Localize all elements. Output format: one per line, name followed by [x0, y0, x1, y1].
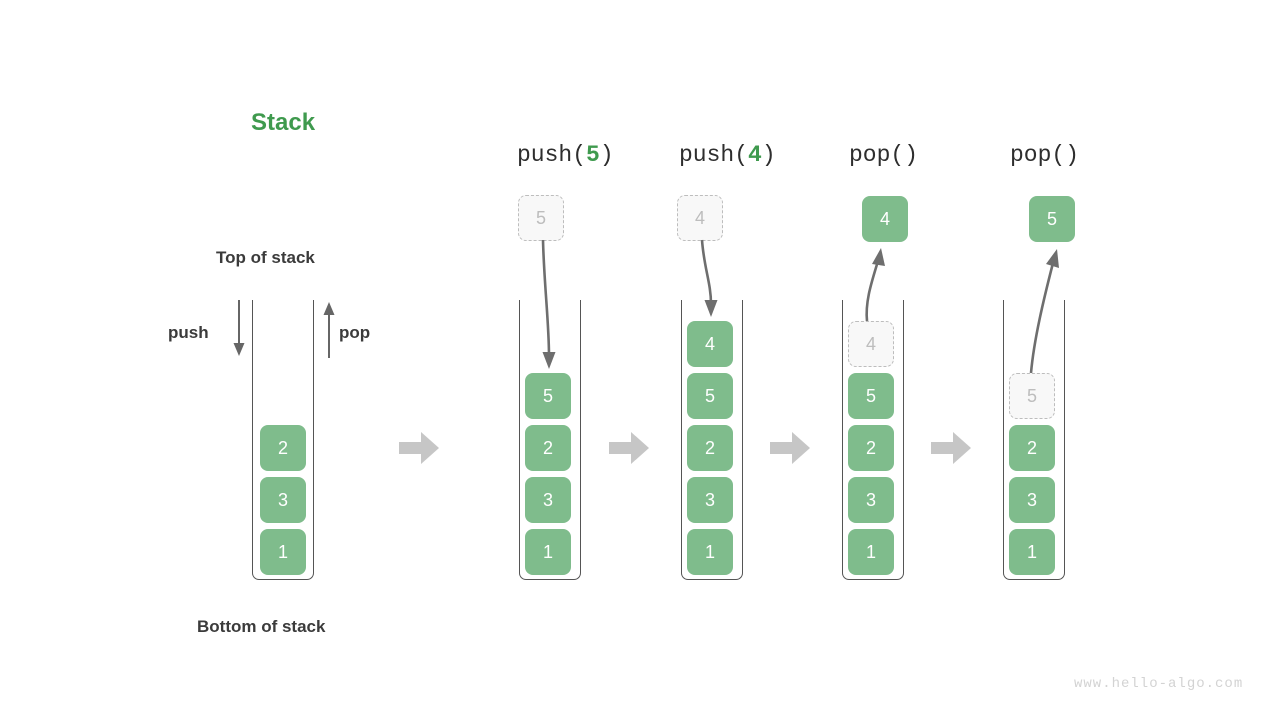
- stack-cell: 5: [525, 373, 571, 419]
- stack-cell-value: 1: [542, 541, 553, 562]
- stack-cell: 2: [687, 425, 733, 471]
- stack-cell: 1: [687, 529, 733, 575]
- stack-container-push-5: [519, 300, 581, 580]
- stack-cell-value: 3: [542, 489, 553, 510]
- header-close: ): [599, 142, 614, 168]
- stack-cell-value: 5: [542, 385, 553, 406]
- step-separator-arrow-icon: [931, 432, 971, 464]
- floating-popped-cell: 5: [1029, 196, 1075, 242]
- header-fn: push(: [517, 142, 587, 168]
- stack-cell-value: 3: [277, 489, 288, 510]
- stack-cell: 2: [260, 425, 306, 471]
- stack-cell-value: 2: [1026, 437, 1037, 458]
- stack-container-pop-1: [842, 300, 904, 580]
- stack-cell: 1: [525, 529, 571, 575]
- stack-cell-value: 2: [704, 437, 715, 458]
- push-label: push: [168, 323, 209, 342]
- pop-motion-arrow-icon: [1029, 249, 1059, 374]
- bottom-of-stack-label: Bottom of stack: [197, 617, 326, 636]
- stack-cell-value: 1: [704, 541, 715, 562]
- stack-cell: 3: [525, 477, 571, 523]
- stack-cell-value: 4: [704, 333, 715, 354]
- stack-cell: 3: [848, 477, 894, 523]
- stack-cell-removed: 5: [1009, 373, 1055, 419]
- stack-cell-value: 3: [704, 489, 715, 510]
- page-title: Stack: [251, 109, 316, 136]
- operation-header-push-4: push(4): [679, 142, 776, 168]
- stack-container-pop-2: [1003, 300, 1065, 580]
- floating-cell-value: 5: [535, 207, 546, 228]
- stack-cell: 5: [848, 373, 894, 419]
- stack-cell: 1: [848, 529, 894, 575]
- floating-ghost-cell: 5: [518, 195, 564, 241]
- stack-cell-value: 5: [704, 385, 715, 406]
- operation-header-push-5: push(5): [517, 142, 614, 168]
- header-close: ): [1065, 142, 1080, 168]
- stack-cell: 2: [525, 425, 571, 471]
- pop-label: pop: [339, 323, 371, 342]
- stack-cell: 2: [1009, 425, 1055, 471]
- stack-cell: 4: [687, 321, 733, 367]
- stack-cell: 3: [1009, 477, 1055, 523]
- header-arg: 5: [586, 142, 600, 168]
- header-fn: pop(: [1010, 142, 1066, 168]
- stack-cell: 2: [848, 425, 894, 471]
- stack-container-initial: [252, 300, 314, 580]
- stack-container-push-4: [681, 300, 743, 580]
- stack-cell: 1: [1009, 529, 1055, 575]
- operation-header-pop-1: pop(): [849, 142, 918, 168]
- pop-direction-arrow-icon: [323, 302, 335, 358]
- watermark: www.hello-algo.com: [1074, 676, 1244, 692]
- push-direction-arrow-icon: [233, 300, 245, 356]
- top-of-stack-label: Top of stack: [216, 248, 315, 267]
- stack-cell: 5: [687, 373, 733, 419]
- push-motion-arrow-icon: [700, 239, 718, 317]
- operation-header-pop-2: pop(): [1010, 142, 1079, 168]
- step-separator-arrow-icon: [399, 432, 439, 464]
- stack-cell-value: 1: [1026, 541, 1037, 562]
- stack-cell-value: 2: [277, 437, 288, 458]
- floating-cell-value: 5: [1046, 208, 1057, 229]
- step-separator-arrow-icon: [770, 432, 810, 464]
- stack-cell: 3: [687, 477, 733, 523]
- stack-cell-value: 3: [1026, 489, 1037, 510]
- stack-cell: 3: [260, 477, 306, 523]
- push-motion-arrow-icon: [541, 239, 556, 369]
- stack-cell-removed: 4: [848, 321, 894, 367]
- header-fn: pop(: [849, 142, 905, 168]
- stack-cell-value: 4: [865, 333, 876, 354]
- stack-cell-value: 3: [865, 489, 876, 510]
- floating-ghost-cell: 4: [677, 195, 723, 241]
- header-arg: 4: [748, 142, 762, 168]
- pop-motion-arrow-icon: [865, 248, 885, 322]
- header-fn: push(: [679, 142, 749, 168]
- stack-cell-value: 2: [865, 437, 876, 458]
- floating-cell-value: 4: [879, 208, 890, 229]
- header-close: ): [761, 142, 776, 168]
- stack-cell-value: 5: [865, 385, 876, 406]
- stack-cell-value: 5: [1026, 385, 1037, 406]
- stack-cell-value: 1: [865, 541, 876, 562]
- stack-cell-value: 2: [542, 437, 553, 458]
- step-separator-arrow-icon: [609, 432, 649, 464]
- stack-cell: 1: [260, 529, 306, 575]
- stack-cell-value: 1: [277, 541, 288, 562]
- floating-popped-cell: 4: [862, 196, 908, 242]
- header-close: ): [904, 142, 919, 168]
- floating-cell-value: 4: [694, 207, 705, 228]
